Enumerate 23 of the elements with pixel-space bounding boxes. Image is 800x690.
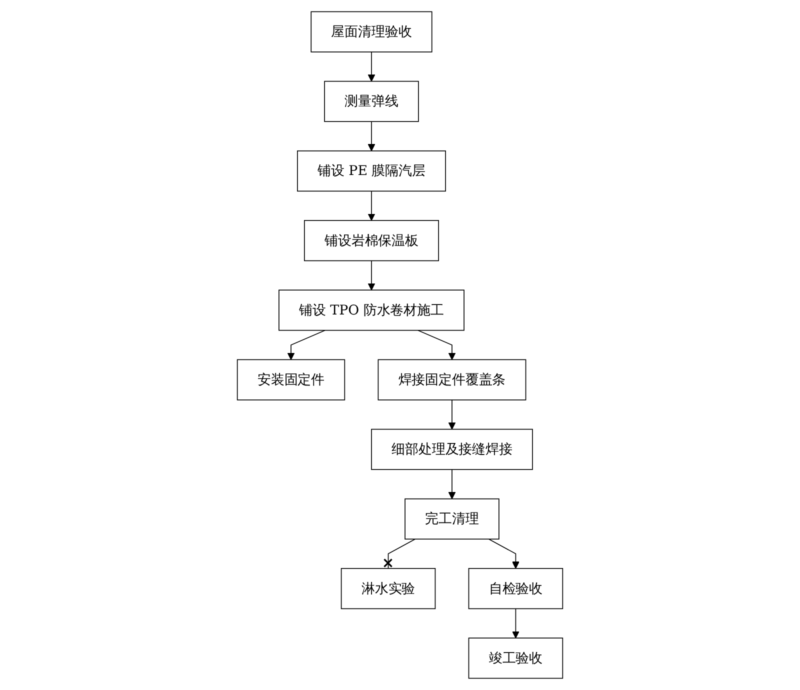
node-box: 自检验收	[468, 568, 564, 610]
connector	[383, 538, 416, 569]
arrow	[368, 260, 376, 290]
node-box: 铺设 PE 膜隔汽层	[297, 150, 446, 192]
node-box: 完工清理	[404, 498, 500, 540]
arrow	[418, 330, 456, 360]
node-box: 铺设岩棉保温板	[304, 220, 439, 262]
node-box: 屋面清理验收	[310, 11, 432, 52]
node-box: 测量弹线	[324, 80, 419, 122]
arrow	[448, 400, 456, 430]
arrow	[448, 469, 456, 500]
arrow	[512, 608, 520, 638]
node-box: 细部处理及接缝焊接	[371, 428, 533, 470]
node-box: 铺设 TPO 防水卷材施工	[278, 290, 464, 331]
node-box: 焊接固定件覆盖条	[378, 359, 526, 400]
arrow	[287, 330, 326, 360]
arrow	[368, 52, 376, 82]
arrow	[488, 538, 520, 569]
arrow	[368, 190, 376, 221]
node-box: 淋水实验	[340, 568, 436, 610]
node-box: 安装固定件	[236, 359, 346, 400]
node-box: 竣工验收	[468, 638, 564, 679]
arrow	[368, 121, 376, 152]
